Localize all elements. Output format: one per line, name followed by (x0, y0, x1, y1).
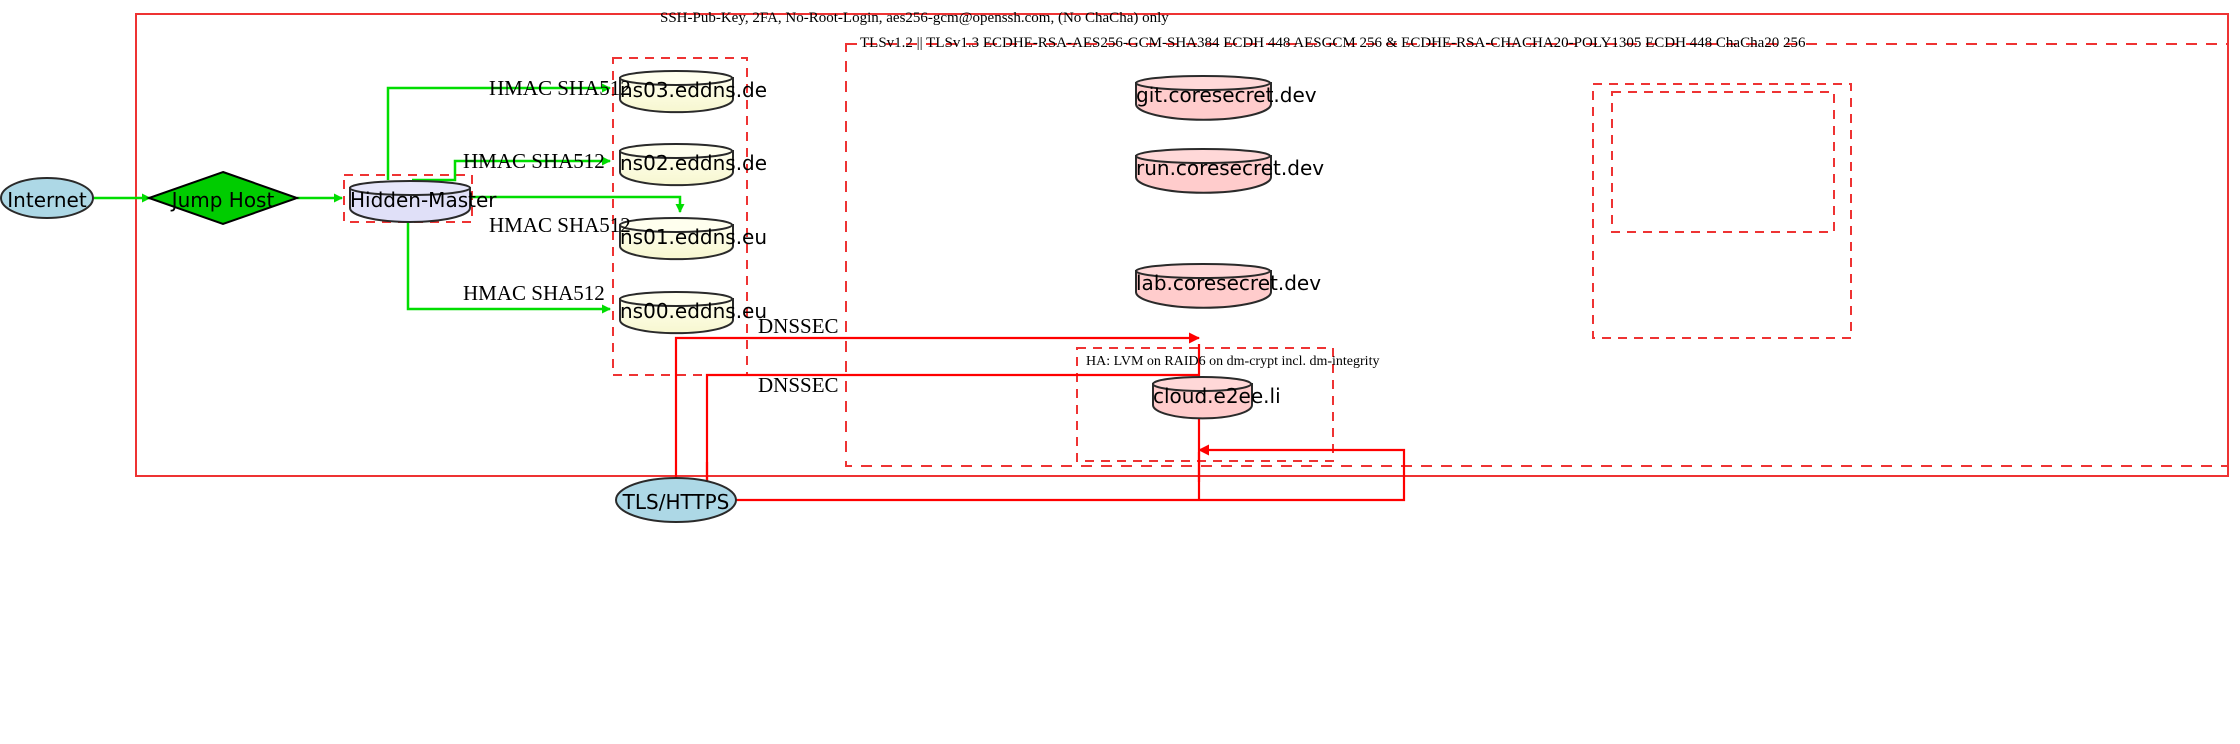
cluster-ha-label: HA: LVM on RAID6 on dm-crypt incl. dm-in… (1086, 354, 1380, 369)
cluster-tls-boundary (845, 43, 2229, 467)
edge-master-to-ns01 (470, 195, 685, 213)
node-ns02-shape (619, 143, 734, 187)
cluster-ha-boundary (1076, 347, 1334, 462)
node-git-shape (1135, 75, 1272, 121)
edge-label-hmac-ns00: HMAC SHA512 (463, 281, 605, 305)
cluster-coresecret-inner-boundary (1611, 91, 1835, 233)
edge-master-to-ns02 (412, 156, 611, 182)
node-ns03-shape (619, 70, 734, 114)
node-ns01-shape (619, 217, 734, 261)
node-jumphost-shape (145, 170, 301, 226)
edge-label-hmac-ns03: HMAC SHA512 (489, 76, 631, 100)
cluster-dns-boundary (612, 57, 748, 376)
edge-label-dnssec-upper: DNSSEC (758, 314, 839, 338)
edge-master-to-ns00 (406, 220, 611, 314)
node-ns00-shape (619, 291, 734, 335)
edge-dnssec-lower (705, 373, 1199, 500)
node-tls-https-shape (615, 477, 737, 523)
node-cloud-shape (1152, 376, 1253, 420)
node-internet-shape (0, 177, 94, 219)
edge-label-hmac-ns01: HMAC SHA512 (489, 213, 631, 237)
edge-master-to-ns03 (386, 83, 611, 180)
node-hidden-master-shape (349, 180, 471, 223)
cluster-tls-label: TLSv1.2 || TLSv1.3 ECDHE-RSA-AES256-GCM-… (860, 35, 1806, 51)
edge-label-dnssec-lower: DNSSEC (758, 373, 839, 397)
cluster-ssh-label: SSH-Pub-Key, 2FA, No-Root-Login, aes256-… (660, 10, 1169, 26)
edge-label-hmac-ns02: HMAC SHA512 (463, 149, 605, 173)
node-run-shape (1135, 148, 1272, 194)
edge-tls-to-cloud (736, 444, 1406, 502)
edge-dnssec-upper (674, 332, 1200, 500)
node-lab-shape (1135, 263, 1272, 309)
cluster-hidden-master-boundary (343, 174, 473, 223)
cluster-coresecret-outer-boundary (1592, 83, 1852, 339)
